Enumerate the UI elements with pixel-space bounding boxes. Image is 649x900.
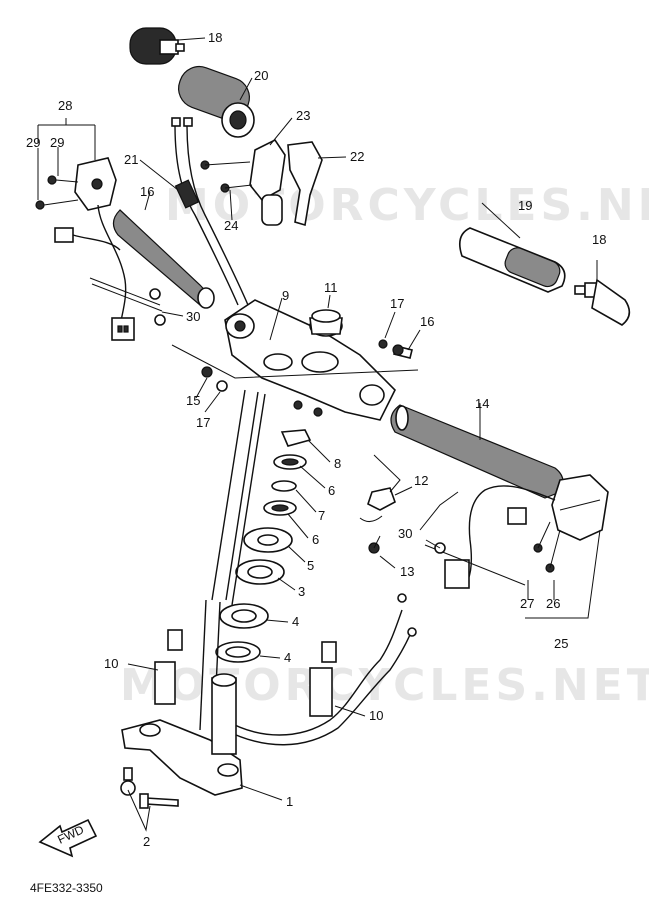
callout-3-b: 4 [292, 614, 299, 629]
part-6-ring-nut-lower [263, 500, 297, 516]
callout-7: 7 [318, 508, 325, 523]
callout-8: 8 [334, 456, 341, 471]
part-22-23-lever-holder [200, 138, 323, 227]
callout-25: 25 [554, 636, 568, 651]
callout-28: 28 [58, 98, 72, 113]
part-3-bearing-upper [235, 559, 285, 585]
part-2-pinch-bolts [120, 767, 179, 809]
part-28-left-switch [35, 157, 166, 341]
part-brake-hoses [224, 593, 417, 746]
callout-30-right: 30 [398, 526, 412, 541]
callout-30-left: 30 [186, 309, 200, 324]
part-3-bearing-lower [219, 603, 269, 629]
callout-21: 21 [124, 152, 138, 167]
fwd-arrow-icon: FWD [38, 818, 98, 858]
callout-20: 20 [254, 68, 268, 83]
callout-24: 24 [224, 218, 238, 233]
callout-labels: 18 20 23 22 21 16 24 28 29 29 30 9 11 17… [26, 30, 606, 849]
callout-15: 16 [140, 184, 154, 199]
part-10-collar-right [309, 641, 337, 717]
callout-18-top: 18 [208, 30, 222, 45]
part-9-upper-bracket [224, 299, 396, 421]
part-11-cap-nut [309, 309, 343, 337]
part-19-grip-right [459, 227, 566, 293]
callout-13: 13 [400, 564, 414, 579]
callout-1: 1 [286, 794, 293, 809]
part-1-under-bracket [121, 673, 243, 796]
callout-9: 9 [282, 288, 289, 303]
part-12-cable-clamp [359, 487, 396, 522]
part-16-17-bolts-left [201, 366, 228, 392]
part-steering-stem [199, 389, 266, 731]
part-20-grip-left [178, 65, 255, 138]
part-8-lock-washer [280, 429, 312, 447]
callout-10-right: 10 [369, 708, 383, 723]
callout-6-a: 6 [328, 483, 335, 498]
callout-16-right: 16 [420, 314, 434, 329]
callout-19: 19 [518, 198, 532, 213]
part-5-dust-seal [243, 527, 293, 553]
callout-22: 22 [350, 149, 364, 164]
callout-16-left: 15 [186, 393, 200, 408]
part-15-grip-sleeve [112, 209, 215, 309]
callout-29-b: 29 [50, 135, 64, 150]
part-13-screw [368, 535, 381, 554]
callout-18-right: 18 [592, 232, 606, 247]
callout-3-a: 3 [298, 584, 305, 599]
part-6-ring-nut-upper [273, 454, 307, 470]
callout-17-right: 17 [390, 296, 404, 311]
callout-17-left: 17 [196, 415, 210, 430]
callout-5: 5 [307, 558, 314, 573]
part-14-throttle-sleeve [390, 404, 564, 499]
callout-23: 23 [296, 108, 310, 123]
part-21-throttle-cables [171, 117, 249, 306]
callout-14: 14 [475, 396, 489, 411]
callout-10-left: 10 [104, 656, 118, 671]
callout-29-a: 29 [26, 135, 40, 150]
callout-4: 4 [284, 650, 291, 665]
part-16-17-bolts-right [378, 339, 413, 359]
watermark-top: MOTORCYCLES.NET [165, 180, 649, 231]
callout-12: 12 [414, 473, 428, 488]
part-10-collar-left [154, 629, 183, 705]
part-7-washer [271, 480, 297, 492]
diagram-code: 4FE332-3350 [30, 881, 103, 895]
leader-lines [37, 37, 601, 832]
part-18-bar-end-right [574, 278, 631, 326]
part-4-seal [215, 641, 261, 663]
watermark-bottom: MOTORCYCLES.NET [120, 660, 649, 711]
callout-27: 27 [520, 596, 534, 611]
callout-2: 2 [143, 834, 150, 849]
part-25-right-switch [424, 474, 609, 589]
callout-6-b: 6 [312, 532, 319, 547]
part-18-bar-end-left [129, 27, 185, 65]
callout-11: 11 [324, 280, 338, 295]
callout-26: 26 [546, 596, 560, 611]
